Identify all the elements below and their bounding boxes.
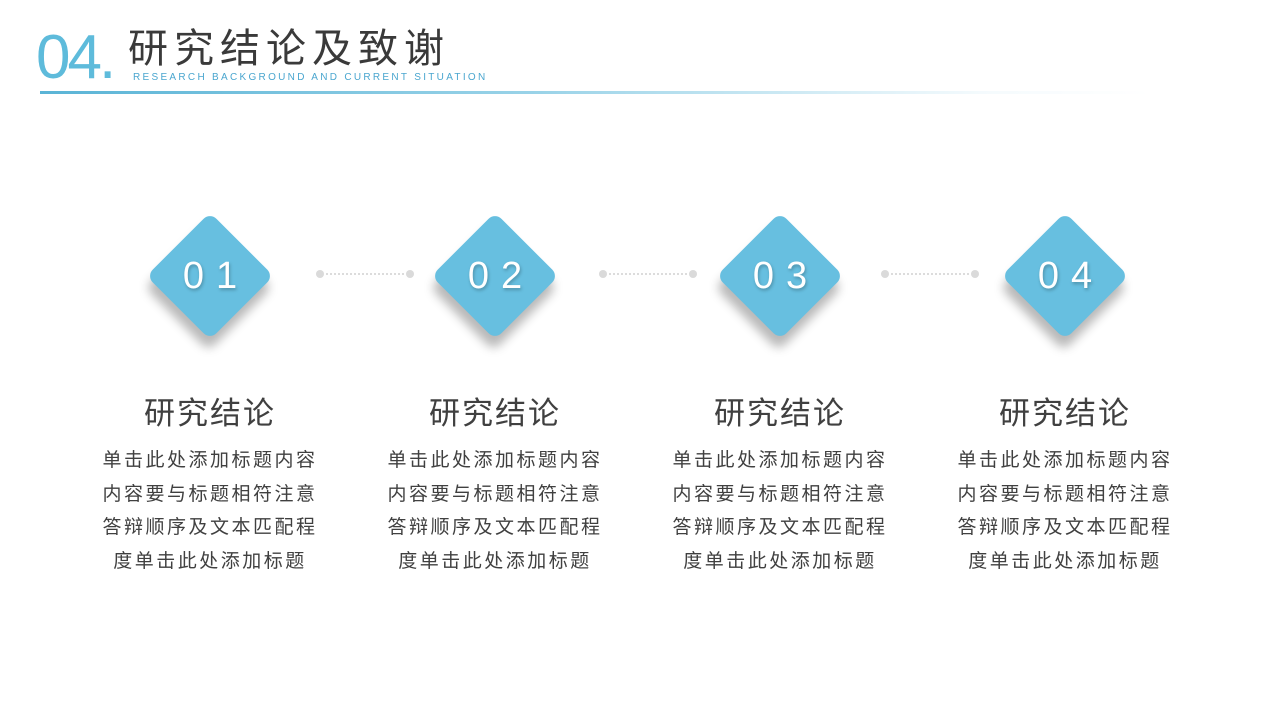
step-card-3: 03 研究结论 单击此处添加标题内容 内容要与标题相符注意 答辩顺序及文本匹配程… [655,0,905,720]
step-card-2: 02 研究结论 单击此处添加标题内容 内容要与标题相符注意 答辩顺序及文本匹配程… [370,0,620,720]
step-description: 单击此处添加标题内容 内容要与标题相符注意 答辩顺序及文本匹配程 度单击此处添加… [655,444,905,578]
page-title: 研究结论及致谢 [128,26,450,72]
step-description-line: 内容要与标题相符注意 [672,482,888,505]
step-badge: 03 [716,212,844,340]
step-connector [599,270,697,278]
page-subtitle: RESEARCH BACKGROUND AND CURRENT SITUATIO… [133,72,488,83]
step-description: 单击此处添加标题内容 内容要与标题相符注意 答辩顺序及文本匹配程 度单击此处添加… [85,444,335,578]
step-description-line: 内容要与标题相符注意 [957,482,1173,505]
dotted-line [609,273,687,275]
step-description-line: 度单击此处添加标题 [683,549,877,572]
step-title: 研究结论 [714,396,846,432]
connector-dot [971,270,979,278]
step-card-1: 01 研究结论 单击此处添加标题内容 内容要与标题相符注意 答辩顺序及文本匹配程… [85,0,335,720]
step-title: 研究结论 [999,396,1131,432]
step-description-line: 度单击此处添加标题 [968,549,1162,572]
step-connector [316,270,414,278]
dotted-line [891,273,969,275]
connector-dot [316,270,324,278]
connector-dot [881,270,889,278]
dotted-line [326,273,404,275]
step-description-line: 答辩顺序及文本匹配程 [672,516,888,538]
step-description: 单击此处添加标题内容 内容要与标题相符注意 答辩顺序及文本匹配程 度单击此处添加… [940,444,1190,578]
step-description-line: 内容要与标题相符注意 [387,482,603,505]
step-description-line: 单击此处添加标题内容 [387,449,603,471]
step-description-line: 单击此处添加标题内容 [102,449,318,471]
step-number: 03 [752,255,820,297]
section-number: 04. [36,23,116,92]
step-description-line: 度单击此处添加标题 [398,549,592,572]
step-description-line: 答辩顺序及文本匹配程 [387,516,603,538]
step-description-line: 单击此处添加标题内容 [672,449,888,471]
step-number: 01 [182,255,250,297]
connector-dot [406,270,414,278]
connector-dot [599,270,607,278]
step-number: 04 [1037,255,1105,297]
connector-dot [689,270,697,278]
step-description-line: 内容要与标题相符注意 [102,482,318,505]
step-badge: 04 [1001,212,1129,340]
step-connector [881,270,979,278]
step-title: 研究结论 [144,396,276,432]
step-description-line: 度单击此处添加标题 [113,549,307,572]
step-description-line: 答辩顺序及文本匹配程 [102,516,318,538]
step-description-line: 单击此处添加标题内容 [957,449,1173,471]
step-badge: 01 [146,212,274,340]
step-description-line: 答辩顺序及文本匹配程 [957,516,1173,538]
step-badge: 02 [431,212,559,340]
step-number: 02 [467,255,535,297]
header-divider [40,91,1150,94]
step-description: 单击此处添加标题内容 内容要与标题相符注意 答辩顺序及文本匹配程 度单击此处添加… [370,444,620,578]
step-title: 研究结论 [429,396,561,432]
step-card-4: 04 研究结论 单击此处添加标题内容 内容要与标题相符注意 答辩顺序及文本匹配程… [940,0,1190,720]
